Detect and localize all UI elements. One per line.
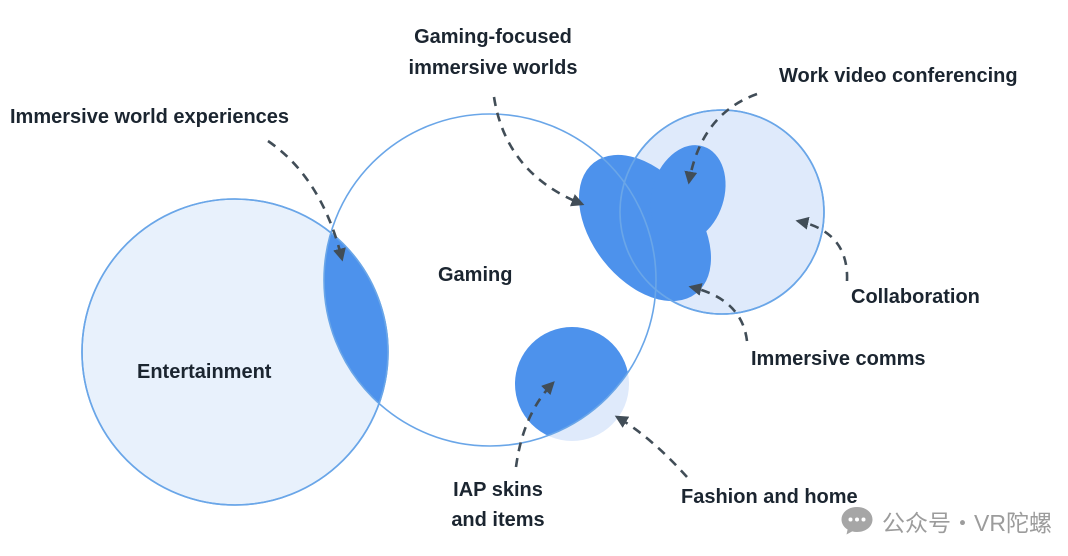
entertainment-circle-outline <box>81 198 389 506</box>
callout-gaming-focused-immersive-worlds: Gaming-focused immersive worlds <box>408 26 578 79</box>
arrow-immersive-comms <box>688 283 749 342</box>
arrow-iap-skins <box>514 381 555 468</box>
callout-fashion-and-home: Fashion and home <box>681 486 858 508</box>
gaming-circle-label: Gaming <box>438 264 513 286</box>
speech-bubble-icon <box>841 507 873 535</box>
arrow-gaming-focused-immersive-worlds <box>492 96 585 207</box>
callout-collaboration: Collaboration <box>851 286 980 308</box>
watermark: 公众号・VR陀螺 <box>840 504 1052 538</box>
gaming-circle <box>323 113 657 447</box>
arrow-work-video-conferencing <box>684 92 758 185</box>
entertainment-circle-label: Entertainment <box>137 361 272 383</box>
callout-immersive-world-experiences: Immersive world experiences <box>10 106 290 128</box>
collaboration-circle-outline <box>619 109 825 315</box>
callout-immersive-comms: Immersive comms <box>751 348 926 370</box>
work-video-conferencing-region <box>650 145 726 243</box>
arrow-fashion-and-home <box>614 415 688 478</box>
callout-iap-skins-and-items: IAP skins and items <box>451 479 545 531</box>
watermark-text: 公众号・VR陀螺 <box>882 510 1052 536</box>
arrow-immersive-world-experiences <box>267 139 346 262</box>
callout-work-video-conferencing: Work video conferencing <box>779 65 1018 87</box>
